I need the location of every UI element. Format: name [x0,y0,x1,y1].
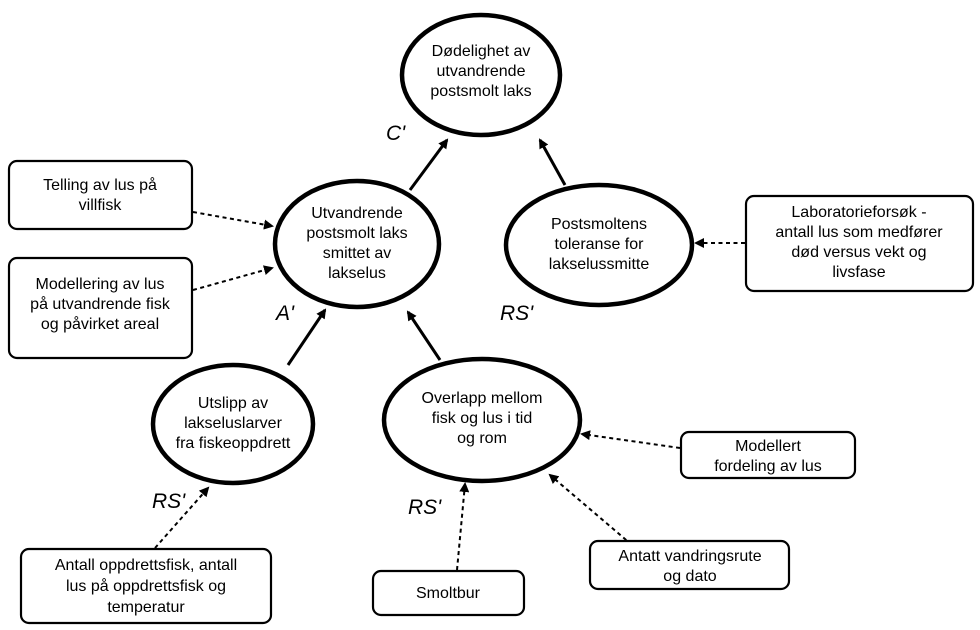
edge-overlap-to-infected [406,310,442,361]
node-infected: Utvandrende postsmolt laks smittet av la… [272,178,442,310]
edge-infected-to-mortality [408,138,449,191]
edge-distribution-to-overlap [580,430,681,449]
box-modelling: Modellering av lus på utvandrende fisk o… [7,256,194,360]
node-overlap-line-3: og rom [457,430,507,447]
box-farmed: Antall oppdrettsfisk, antall lus på oppd… [19,547,273,625]
node-infected-line-2: postsmolt laks [306,225,407,242]
node-infected-line-3: smittet av [323,245,391,262]
box-lab-line-2: antall lus som medfører [775,224,943,241]
box-counting-line-1: Telling av lus på [43,176,157,194]
box-lab: Laboratorieforsøk - antall lus som medfø… [744,194,975,293]
edge-modelling-to-infected [192,265,274,291]
box-route-line-2: og dato [663,568,716,585]
box-distribution-line-1: Modellert [735,438,801,455]
node-mortality-line-2: utvandrende [437,63,526,80]
edge-route-to-overlap [548,473,633,546]
node-release-line-2: lakseluslarver [184,415,282,432]
label-c-prime: C' [386,122,406,145]
box-lab-line-4: livsfase [832,264,885,281]
edge-smoltcage-to-overlap [456,482,470,571]
box-smolt-cage-line-1: Smoltbur [416,585,481,602]
node-mortality-line-1: Dødelighet av [432,43,531,60]
node-tolerance-line-1: Postsmoltens [551,216,647,233]
box-modelling-line-1: Modellering av lus [36,276,165,293]
edge-farmed-to-release [154,486,210,549]
box-distribution-line-2: fordeling av lus [714,458,822,475]
edge-tolerance-to-mortality [538,138,567,186]
box-smolt-cage: Smoltbur [371,569,526,617]
node-mortality: Dødelighet av utvandrende postsmolt laks [399,12,563,138]
label-rs-release: RS' [152,490,186,513]
node-mortality-line-3: postsmolt laks [430,83,531,100]
box-lab-line-3: død versus vekt og [791,244,926,261]
label-rs-tolerance: RS' [500,302,534,325]
node-tolerance: Postsmoltens toleranse for lakselussmitt… [503,182,695,308]
box-modelling-line-2: på utvandrende fisk [30,295,171,313]
label-a-prime: A' [274,302,295,325]
node-release-line-1: Utslipp av [198,395,268,412]
box-route-line-1: Antatt vandringsrute [618,548,761,565]
node-overlap-line-2: fisk og lus i tid [432,410,532,427]
box-counting-line-2: villfisk [79,197,123,214]
box-lab-line-1: Laboratorieforsøk - [791,204,926,221]
box-farmed-line-1: Antall oppdrettsfisk, antall [55,557,237,574]
edge-release-to-infected [286,308,327,366]
node-tolerance-line-2: toleranse for [555,236,645,253]
box-farmed-line-2: lus på oppdrettsfisk og [66,577,226,595]
node-overlap: Overlapp mellom fisk og lus i tid og rom [381,356,583,484]
label-rs-overlap: RS' [408,496,442,519]
edge-counting-to-infected [192,211,274,230]
node-infected-line-4: lakselus [328,265,386,282]
node-release: Utslipp av lakseluslarver fra fiskeoppdr… [150,362,316,486]
node-infected-line-1: Utvandrende [311,205,403,222]
box-farmed-line-3: temperatur [107,599,185,616]
node-release-line-3: fra fiskeoppdrett [176,435,291,452]
box-route: Antatt vandringsrute og dato [588,539,791,591]
box-counting: Telling av lus på villfisk [7,159,194,231]
box-modelling-line-3: og påvirket areal [41,315,159,333]
node-overlap-line-1: Overlapp mellom [422,390,543,407]
box-distribution: Modellert fordeling av lus [679,430,857,480]
node-tolerance-line-3: lakselussmitte [549,256,650,273]
